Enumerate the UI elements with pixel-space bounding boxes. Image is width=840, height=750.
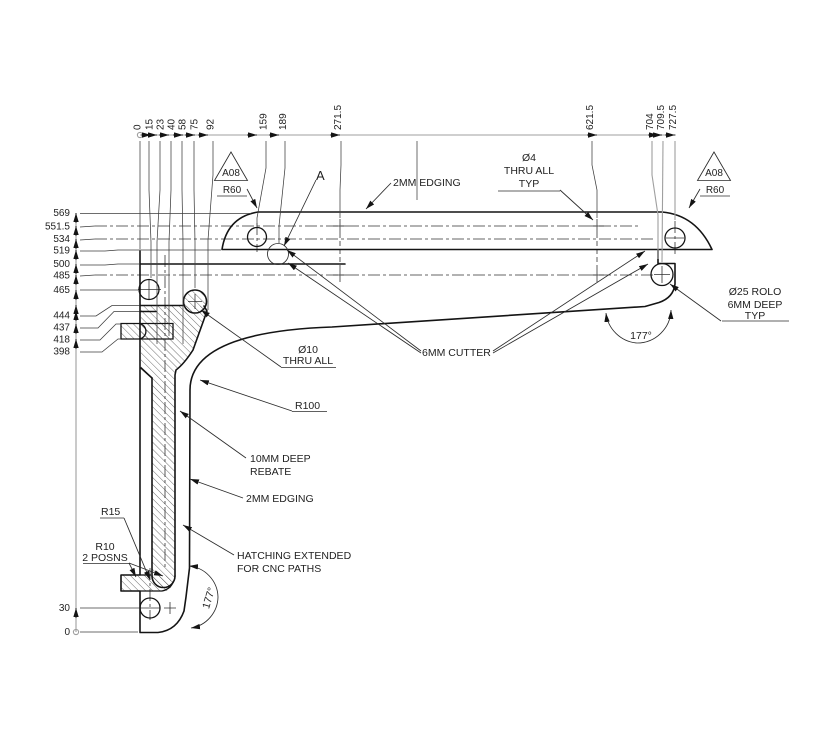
triangle-right	[696, 151, 732, 181]
rolo-deep: 6MM DEEP	[728, 299, 783, 311]
left-dim-418: 418	[53, 335, 70, 346]
top-dim-0: 0	[133, 124, 144, 130]
top-dim-40: 40	[167, 118, 178, 130]
radius-tag-left: R60	[223, 185, 242, 196]
r10-posns: 2 POSNS	[82, 552, 128, 564]
rail-outline	[221, 211, 713, 251]
extension-lines	[79, 141, 598, 633]
cutter-label: 6MM CUTTER	[422, 347, 491, 359]
cleat-notch	[138, 322, 147, 340]
top-dim-58: 58	[178, 118, 189, 130]
hole10-thru: THRU ALL	[283, 355, 333, 367]
left-dim-398: 398	[53, 347, 70, 358]
r100-label: R100	[295, 400, 320, 412]
rail-hole-left	[246, 226, 268, 248]
rolo-typ: TYP	[745, 310, 765, 322]
left-dim-465: 465	[53, 285, 70, 296]
top-dim-75: 75	[190, 118, 201, 130]
rolo-pocket-right	[650, 262, 674, 287]
dimension-arrows	[73, 132, 675, 618]
top-dim-159: 159	[259, 113, 270, 130]
leader-lines	[83, 179, 789, 630]
left-dim-500: 500	[53, 259, 70, 270]
hatching-line2: FOR CNC PATHS	[237, 563, 321, 575]
center-lines	[95, 219, 684, 620]
left-dim-30: 30	[59, 603, 71, 614]
left-dim-519: 519	[53, 246, 70, 257]
left-dim-437: 437	[53, 323, 70, 334]
hole4-typ: TYP	[519, 178, 539, 190]
left-dim-534: 534	[53, 234, 70, 245]
datum-tag-left: A08	[222, 168, 240, 179]
top-dim-92: 92	[206, 118, 217, 130]
left-dim-551.5: 551.5	[45, 222, 70, 233]
top-dim-704: 704	[645, 113, 656, 130]
edging-left-label: 2MM EDGING	[246, 493, 314, 505]
rebate-line2: REBATE	[250, 466, 291, 478]
left-dim-569: 569	[53, 208, 70, 219]
top-dim-727.5: 727.5	[668, 105, 679, 130]
hole4-thru: THRU ALL	[504, 165, 554, 177]
r15-label: R15	[101, 506, 120, 518]
hatching-line1: HATCHING EXTENDED	[237, 550, 352, 562]
hole-upper-left	[138, 278, 160, 301]
hole10-dia: Ø10	[298, 344, 318, 356]
top-dim-15: 15	[145, 118, 156, 130]
detail-a-label: A	[316, 168, 325, 183]
radius-tag-right: R60	[706, 185, 725, 196]
top-dim-709.5: 709.5	[656, 105, 667, 130]
hole-foot	[139, 597, 161, 619]
left-dim-485: 485	[53, 271, 70, 282]
angle-right-label: 177°	[630, 330, 652, 342]
datum-triangles	[213, 151, 732, 181]
section-hatching	[121, 290, 207, 591]
angle-left-label: 177°	[200, 586, 218, 610]
triangle-left	[213, 151, 249, 181]
upper-cleat	[120, 322, 174, 340]
hole4-dia: Ø4	[522, 152, 536, 164]
rolo-dia: Ø25 ROLO	[729, 286, 782, 298]
left-dim-0: 0	[64, 627, 70, 638]
rail-hole-right	[664, 227, 686, 249]
rebate-line1: 10MM DEEP	[250, 453, 311, 465]
left-dim-444: 444	[53, 311, 70, 322]
top-dim-621.5: 621.5	[585, 105, 596, 130]
callout-text: A08 R60 A08 R60 A 2MM EDGING Ø4 THRU ALL…	[82, 152, 782, 610]
r10-label: R10	[95, 541, 114, 553]
edging-top-label: 2MM EDGING	[393, 177, 461, 189]
top-dim-23: 23	[156, 118, 167, 130]
rolo-pocket-top	[182, 289, 208, 314]
top-dim-189: 189	[278, 113, 289, 130]
detail-a-circle	[267, 243, 289, 265]
dimension-text: 0 15 23 40 58 75 92 159 189 271.5 621.5 …	[45, 105, 679, 638]
panel-outline	[120, 249, 676, 634]
top-dim-271.5: 271.5	[333, 105, 344, 130]
datum-tag-right: A08	[705, 168, 723, 179]
